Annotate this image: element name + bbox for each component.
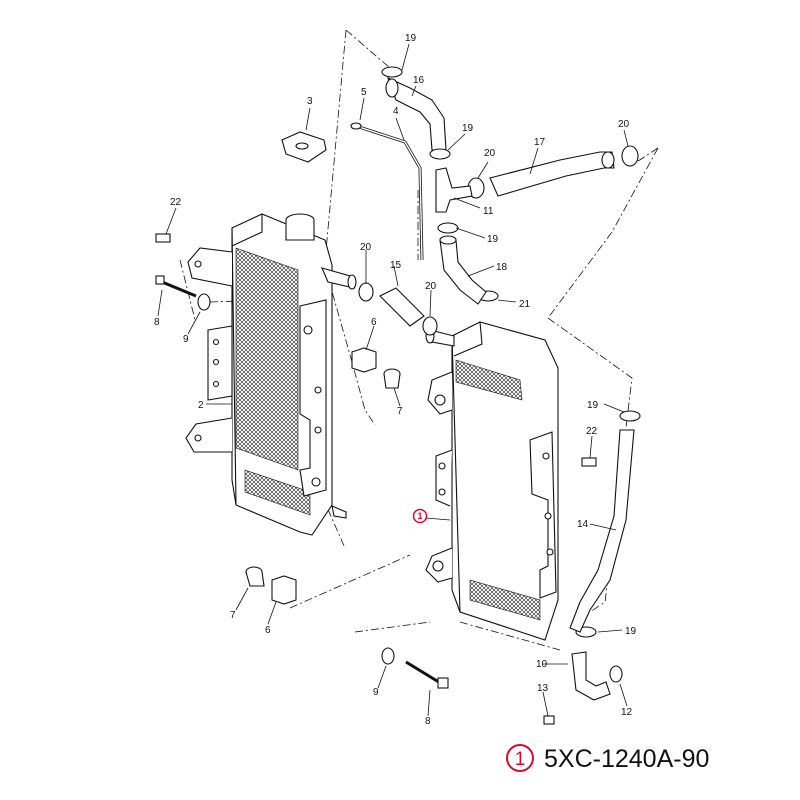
callout-8: 8 bbox=[425, 716, 431, 727]
callout-9: 9 bbox=[183, 334, 189, 345]
callout-19: 19 bbox=[587, 400, 599, 411]
right-radiator bbox=[425, 321, 559, 641]
callout-3: 3 bbox=[307, 96, 313, 107]
callout-4: 4 bbox=[393, 106, 399, 117]
callout-6: 6 bbox=[265, 625, 271, 636]
left-radiator bbox=[185, 213, 357, 536]
callout-15: 15 bbox=[390, 260, 402, 271]
callout-7: 7 bbox=[397, 406, 403, 417]
callout-1: 1 bbox=[417, 511, 422, 521]
legend-callout: 1 bbox=[515, 749, 526, 770]
callout-9: 9 bbox=[373, 687, 379, 698]
callout-7: 7 bbox=[230, 610, 236, 621]
callout-12: 12 bbox=[621, 707, 633, 718]
callout-22: 22 bbox=[586, 426, 598, 437]
callout-11: 11 bbox=[483, 206, 494, 217]
callout-8: 8 bbox=[154, 317, 160, 328]
callout-19: 19 bbox=[405, 33, 417, 44]
callout-16: 16 bbox=[413, 75, 425, 86]
callout-2: 2 bbox=[198, 400, 204, 411]
callout-labels: 19 16 19 17 20 20 3 5 4 22 11 19 18 21 2… bbox=[154, 33, 637, 727]
callout-17: 17 bbox=[534, 137, 546, 148]
callout-20: 20 bbox=[618, 119, 630, 130]
part-number-legend: 1 5XC-1240A-90 bbox=[506, 744, 709, 773]
callout-18: 18 bbox=[496, 262, 508, 273]
callout-21: 21 bbox=[519, 299, 531, 310]
callout-20: 20 bbox=[425, 281, 437, 292]
callout-6: 6 bbox=[371, 317, 377, 328]
callout-19: 19 bbox=[625, 626, 637, 637]
leader-lines bbox=[157, 43, 629, 717]
callout-14: 14 bbox=[577, 519, 589, 530]
hoses-and-fittings bbox=[155, 66, 641, 725]
part-number: 5XC-1240A-90 bbox=[544, 745, 709, 773]
callout-19: 19 bbox=[462, 123, 474, 134]
callout-20: 20 bbox=[484, 148, 496, 159]
highlighted-callout[interactable]: 1 bbox=[412, 508, 428, 524]
callout-10: 10 bbox=[536, 659, 548, 670]
callout-13: 13 bbox=[537, 683, 549, 694]
callout-19: 19 bbox=[487, 234, 499, 245]
reference-lines bbox=[179, 29, 659, 651]
callout-22: 22 bbox=[170, 197, 182, 208]
callout-5: 5 bbox=[361, 87, 367, 98]
callout-20: 20 bbox=[360, 242, 372, 253]
